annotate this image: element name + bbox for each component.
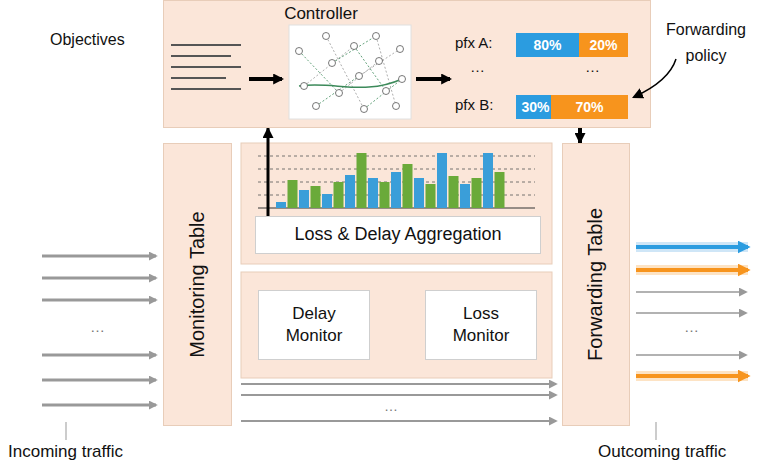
graph-node bbox=[323, 33, 330, 40]
chart-bar bbox=[334, 182, 344, 208]
objective-line bbox=[171, 88, 241, 90]
process-box: Delay Monitor bbox=[258, 290, 370, 360]
share-bar: 70% bbox=[551, 95, 628, 119]
chart-bar bbox=[483, 153, 493, 208]
graph-link bbox=[316, 76, 359, 106]
process-box: Loss Monitor bbox=[425, 290, 537, 360]
monitor-panel bbox=[241, 272, 552, 378]
pointer-arrow bbox=[634, 59, 676, 97]
graph-node bbox=[373, 33, 380, 40]
objective-line bbox=[171, 44, 241, 46]
caption-label: Outcoming traffic bbox=[598, 442, 726, 462]
graph-node bbox=[301, 83, 308, 90]
prefix-label: pfx A: bbox=[455, 34, 493, 51]
chart-bar bbox=[403, 164, 413, 208]
share-bar: 20% bbox=[579, 33, 628, 57]
chart-bar bbox=[426, 184, 436, 208]
caption-label: Incoming traffic bbox=[8, 442, 123, 462]
objective-line bbox=[171, 55, 231, 57]
prefix-label: pfx B: bbox=[455, 96, 493, 113]
graph-node bbox=[383, 88, 390, 95]
chart-bar bbox=[437, 153, 447, 208]
flow-connector bbox=[267, 128, 270, 216]
graph-node bbox=[376, 58, 383, 65]
controller-panel: Controller 80% 20% 30% 70% bbox=[163, 0, 651, 128]
process-box: Loss & Delay Aggregation bbox=[255, 216, 541, 254]
box-label: Delay Monitor bbox=[281, 303, 347, 347]
table-block: Monitoring Table bbox=[163, 143, 232, 426]
chart-bar bbox=[357, 153, 367, 208]
percent-text: 30% bbox=[521, 99, 549, 115]
chart-bar bbox=[414, 178, 424, 208]
graph-node bbox=[397, 46, 404, 53]
ellipsis: … bbox=[90, 318, 105, 335]
input-label: Objectives bbox=[50, 31, 125, 49]
chart-bar bbox=[380, 182, 390, 208]
aggregation-panel bbox=[241, 143, 552, 264]
chart-bar bbox=[391, 172, 401, 208]
graph-node bbox=[361, 106, 368, 113]
chart-bar bbox=[345, 175, 355, 208]
flow-arrow bbox=[249, 77, 282, 81]
chart-bar bbox=[288, 180, 298, 208]
flow-arrow bbox=[416, 77, 450, 81]
graph-link bbox=[339, 61, 379, 93]
percent-text: 20% bbox=[589, 37, 617, 53]
graph-node bbox=[393, 103, 400, 110]
objective-line bbox=[171, 66, 241, 68]
graph-path bbox=[299, 79, 402, 87]
flow-connector bbox=[578, 128, 582, 143]
graph-node bbox=[313, 103, 320, 110]
chart-bar bbox=[449, 176, 459, 208]
chart-bar bbox=[322, 194, 332, 208]
graph-link bbox=[299, 51, 339, 93]
ellipsis: … bbox=[384, 398, 398, 414]
graph-node bbox=[336, 90, 343, 97]
graph-link bbox=[376, 36, 396, 106]
graph-link bbox=[364, 79, 402, 109]
bar-chart bbox=[258, 153, 535, 208]
graph-link bbox=[326, 36, 364, 109]
chart-bar bbox=[311, 186, 321, 208]
table-label: Monitoring Table bbox=[186, 211, 209, 357]
box-label: Loss & Delay Aggregation bbox=[294, 223, 501, 246]
graph-node bbox=[329, 60, 336, 67]
graph-node bbox=[356, 73, 363, 80]
graph-node bbox=[399, 76, 406, 83]
ellipsis: … bbox=[684, 318, 699, 335]
percent-text: 70% bbox=[575, 99, 603, 115]
chart-bar bbox=[299, 190, 309, 208]
chart-bar bbox=[472, 178, 482, 208]
chart-bar bbox=[495, 172, 505, 208]
table-label: Forwarding Table bbox=[585, 208, 608, 361]
annotation-label: Forwarding policy bbox=[656, 17, 756, 68]
graph-link bbox=[332, 36, 376, 63]
box-label: Loss Monitor bbox=[448, 303, 514, 347]
share-bar: 80% bbox=[516, 33, 579, 57]
chart-bar bbox=[368, 178, 378, 208]
table-block: Forwarding Table bbox=[562, 143, 630, 426]
graph-node bbox=[296, 48, 303, 55]
ellipsis: … bbox=[470, 58, 485, 75]
graph-link bbox=[304, 46, 354, 86]
graph-node bbox=[351, 43, 358, 50]
graph-link bbox=[359, 49, 400, 76]
chart-bar bbox=[460, 184, 470, 208]
share-bar: 30% bbox=[516, 95, 555, 119]
network-graph bbox=[289, 25, 411, 119]
ellipsis: … bbox=[585, 58, 600, 75]
chart-bar bbox=[276, 202, 286, 208]
panel-title: Controller bbox=[164, 4, 478, 24]
percent-text: 80% bbox=[533, 37, 561, 53]
objective-line bbox=[171, 77, 226, 79]
